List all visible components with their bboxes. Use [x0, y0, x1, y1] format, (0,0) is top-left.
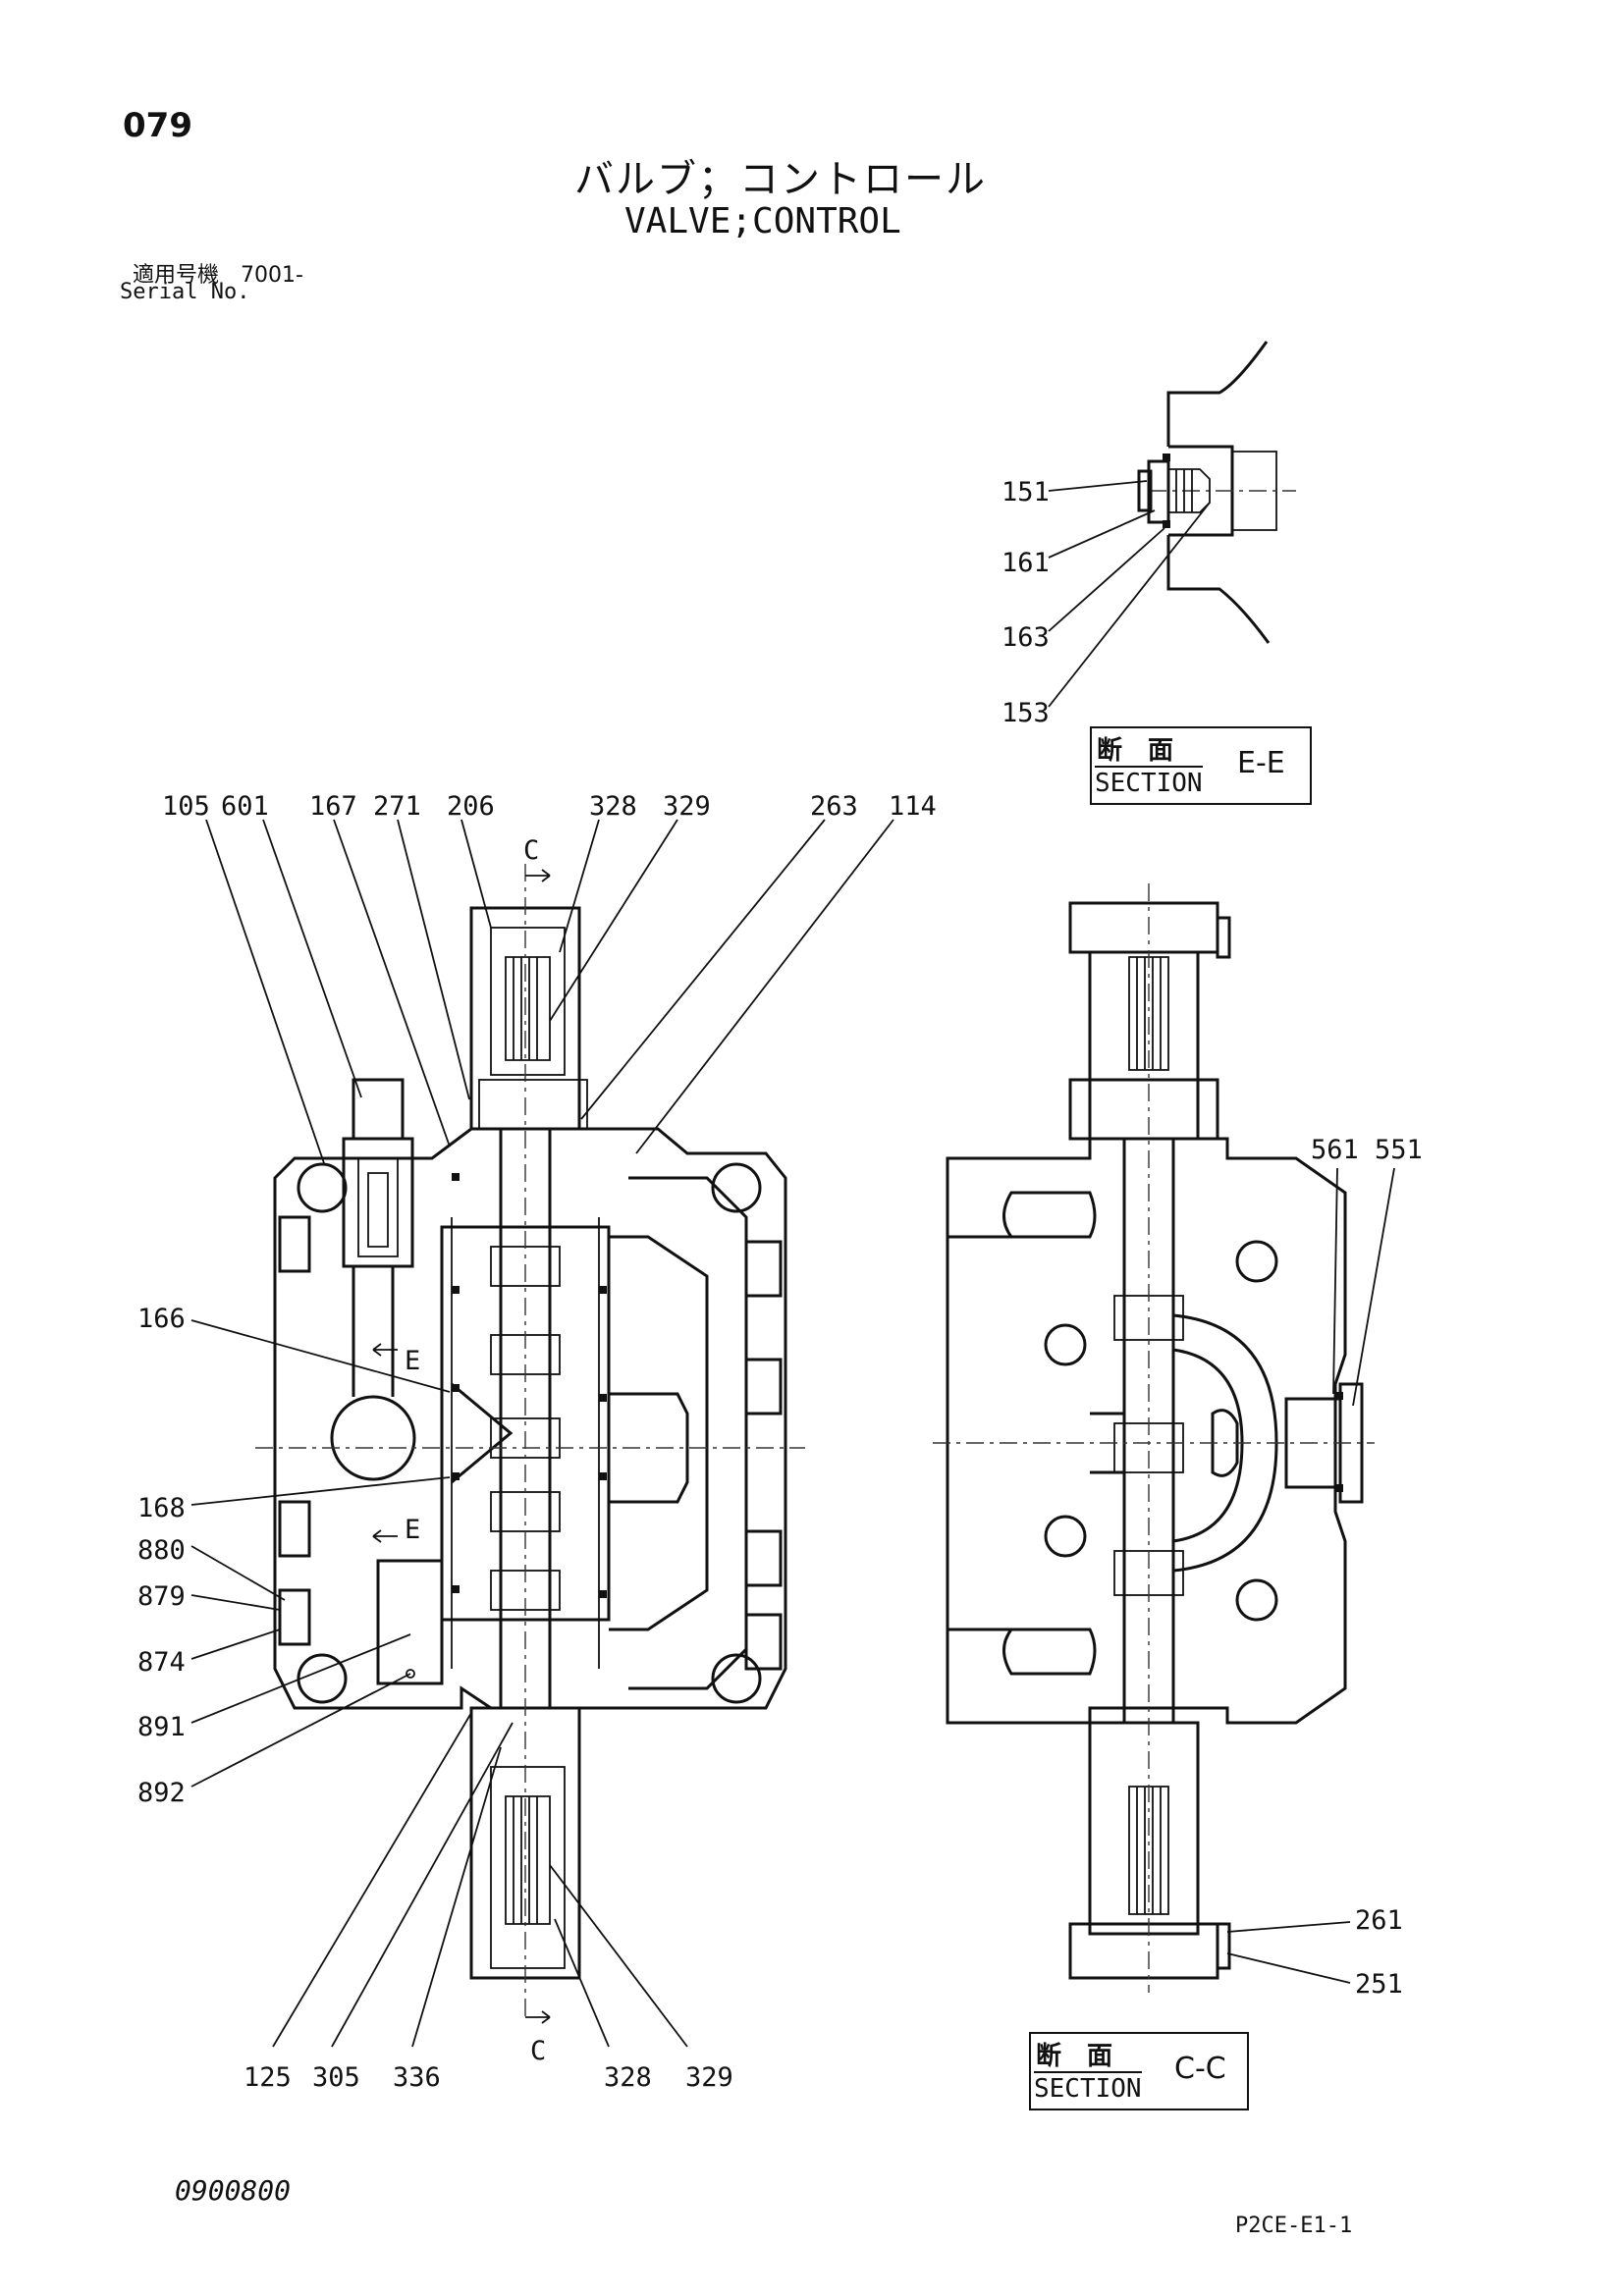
leader-lines-cc	[1226, 1167, 1395, 1984]
leader-lines-main	[190, 819, 894, 2048]
part-label-261: 261	[1355, 1905, 1403, 1936]
part-label-161: 161	[1001, 548, 1050, 578]
part-label-305: 305	[312, 2062, 360, 2093]
section-ee-label: 断 面 SECTION E-E	[1090, 726, 1312, 805]
part-label-125: 125	[244, 2062, 292, 2093]
title-japanese: バルブ；コントロール	[574, 157, 987, 202]
part-label-153: 153	[1001, 698, 1050, 728]
leader-lines-ee	[1048, 480, 1211, 708]
section-ee-id: E-E	[1237, 746, 1285, 780]
part-label-114: 114	[889, 791, 937, 822]
section-ee-jp: 断 面	[1097, 736, 1174, 766]
section-ee-en: SECTION	[1095, 766, 1203, 798]
cut-marker-e-bottom: E	[405, 1515, 420, 1545]
part-label-251: 251	[1355, 1969, 1403, 2000]
title-english: VALVE;CONTROL	[624, 201, 901, 241]
part-label-206: 206	[447, 791, 495, 822]
main-valve-view	[255, 864, 805, 2024]
part-label-879: 879	[137, 1581, 186, 1612]
part-label-271: 271	[373, 791, 421, 822]
part-label-329-top: 329	[663, 791, 711, 822]
part-label-329-bottom: 329	[685, 2062, 733, 2093]
part-label-163: 163	[1001, 622, 1050, 653]
part-label-105: 105	[162, 791, 210, 822]
part-label-167: 167	[309, 791, 357, 822]
serial-label-japanese: 適用号機 7001-	[133, 263, 303, 288]
cut-marker-c-top: C	[523, 835, 539, 866]
part-label-601: 601	[221, 791, 269, 822]
part-label-874: 874	[137, 1647, 186, 1678]
page-number: 079	[123, 106, 192, 145]
section-cc-view	[933, 883, 1375, 1993]
part-label-263: 263	[810, 791, 858, 822]
part-label-880: 880	[137, 1535, 186, 1566]
part-label-336: 336	[393, 2062, 441, 2093]
part-label-328-top: 328	[589, 791, 637, 822]
part-label-328-bottom: 328	[604, 2062, 652, 2093]
document-code: 0900800	[175, 2174, 292, 2207]
part-label-166: 166	[137, 1304, 186, 1334]
section-cc-jp: 断 面	[1036, 2042, 1113, 2071]
section-cc-id: C-C	[1174, 2052, 1226, 2086]
section-ee-detail	[1137, 341, 1296, 644]
section-cc-label: 断 面 SECTION C-C	[1029, 2032, 1249, 2110]
part-label-892: 892	[137, 1778, 186, 1808]
part-label-891: 891	[137, 1712, 186, 1742]
section-cc-en: SECTION	[1034, 2071, 1142, 2104]
part-label-151: 151	[1001, 477, 1050, 507]
page-code: P2CE-E1-1	[1235, 2214, 1353, 2238]
cut-marker-e-top: E	[405, 1346, 420, 1376]
serial-label-english: Serial No.	[120, 280, 250, 304]
cut-marker-c-bottom: C	[530, 2036, 546, 2066]
part-label-168: 168	[137, 1493, 186, 1523]
part-label-551: 551	[1375, 1135, 1423, 1165]
part-label-561: 561	[1311, 1135, 1359, 1165]
